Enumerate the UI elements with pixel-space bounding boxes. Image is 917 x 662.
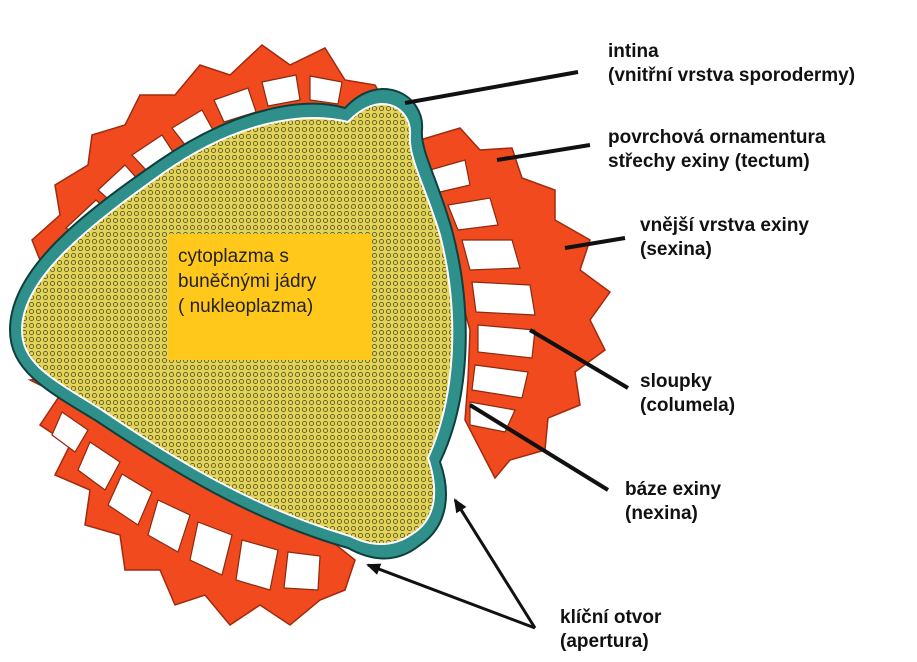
- lumen-ll-7: [284, 552, 320, 590]
- lumen-r-4: [472, 282, 535, 315]
- cytoplasm-label-line3: ( nukleoplazma): [178, 294, 364, 319]
- label-sexina-line2: (sexina): [640, 238, 809, 262]
- label-tectum: povrchová ornamentura střechy exiny (tec…: [608, 126, 826, 174]
- cytoplasm-label-line2: buněčnými jádry: [178, 269, 364, 294]
- arrow-apertura-2: [455, 500, 535, 628]
- cytoplasm-label-box: cytoplazma s buněčnými jádry ( nukleopla…: [168, 234, 372, 360]
- label-sexina-line1: vnější vrstva exiny: [640, 214, 809, 238]
- cytoplasm-label-line1: cytoplazma s: [178, 244, 364, 269]
- label-intina: intina (vnitřní vrstva sporodermy): [608, 40, 855, 88]
- label-intina-line1: intina: [608, 40, 855, 64]
- lumen-r-3: [462, 240, 520, 270]
- label-apertura-line2: (apertura): [560, 630, 661, 654]
- lumen-r-5: [478, 325, 535, 358]
- label-nexina-line1: báze exiny: [625, 478, 721, 502]
- label-intina-line2: (vnitřní vrstva sporodermy): [608, 64, 855, 88]
- label-tectum-line2: střechy exiny (tectum): [608, 150, 826, 174]
- label-columela-line1: sloupky: [640, 370, 735, 394]
- label-tectum-line1: povrchová ornamentura: [608, 126, 826, 150]
- label-columela: sloupky (columela): [640, 370, 735, 418]
- label-sexina: vnější vrstva exiny (sexina): [640, 214, 809, 262]
- label-columela-line2: (columela): [640, 394, 735, 418]
- arrow-apertura-1: [368, 565, 535, 628]
- label-apertura-line1: klíční otvor: [560, 606, 661, 630]
- label-nexina: báze exiny (nexina): [625, 478, 721, 526]
- label-apertura: klíční otvor (apertura): [560, 606, 661, 654]
- leader-intina: [405, 72, 578, 103]
- label-nexina-line2: (nexina): [625, 502, 721, 526]
